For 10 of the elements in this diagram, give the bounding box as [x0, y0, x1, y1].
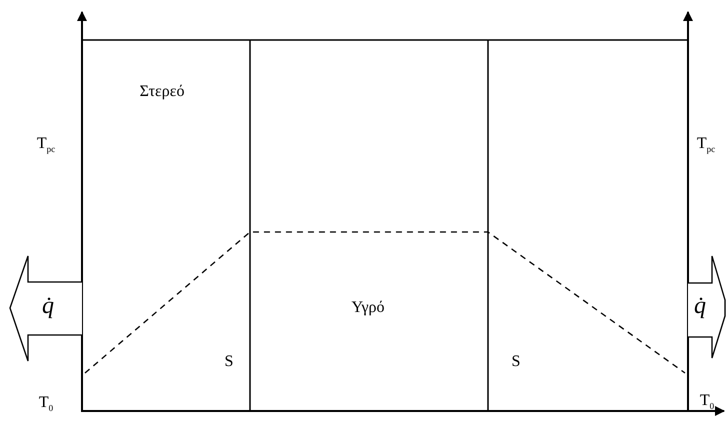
phase-label: Υγρό — [352, 300, 384, 316]
interface-label: S — [224, 354, 234, 370]
temperature-label: T$_{0}$ — [38, 394, 54, 414]
phase-label: Στερεό — [140, 84, 184, 100]
temperature-label: T$_{pc}$ — [696, 136, 716, 154]
heat-flux-symbol: q̇ — [42, 294, 54, 318]
temperature-label: T$_{0}$ — [700, 392, 714, 412]
temperature-label: T$_{pc}$ — [36, 136, 56, 154]
interface-label: S — [512, 354, 520, 370]
heat-flux-symbol: q̇ — [694, 294, 706, 318]
